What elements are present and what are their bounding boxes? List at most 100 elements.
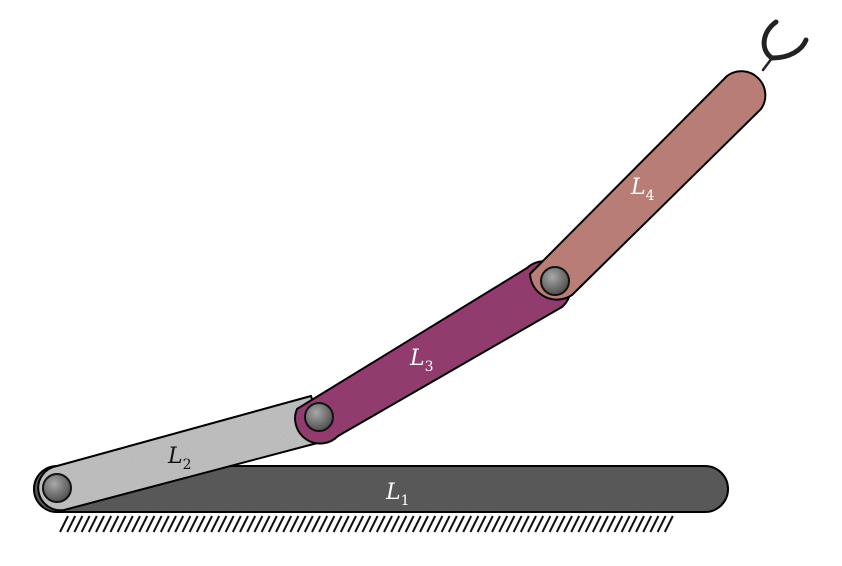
- hatch-line: [512, 515, 523, 533]
- hatch-line: [577, 515, 588, 533]
- hatch-line: [368, 515, 379, 533]
- joint-l1-l2: [42, 473, 72, 503]
- hatch-line: [440, 515, 451, 533]
- label-l3: L3: [409, 346, 434, 375]
- hatch-line: [339, 515, 350, 533]
- hatch-line: [145, 515, 156, 533]
- hatch-line: [188, 515, 199, 533]
- hatch-line: [311, 515, 321, 533]
- hatch-line: [419, 515, 429, 533]
- hatch-line: [642, 515, 653, 533]
- hatch-line: [483, 515, 494, 533]
- gripper-icon: [761, 19, 809, 72]
- hatch-line: [627, 515, 638, 533]
- hatch-line: [455, 515, 465, 533]
- hatch-line: [476, 515, 487, 533]
- hatch-line: [260, 515, 271, 533]
- hatch-line: [167, 515, 177, 533]
- hatch-line: [447, 515, 458, 533]
- hatch-line: [347, 515, 357, 533]
- hatch-line: [606, 515, 617, 533]
- joint-l3-l4: [540, 266, 570, 296]
- hatch-line: [541, 515, 552, 533]
- hatch-line: [253, 515, 264, 533]
- hatch-line: [404, 515, 415, 533]
- hatch-line: [548, 515, 559, 533]
- hatch-line: [563, 515, 573, 533]
- ground-hatching: [59, 515, 674, 533]
- hatch-line: [498, 515, 509, 533]
- hatch-line: [296, 515, 307, 533]
- hatch-line: [138, 515, 149, 533]
- link-l1: [33, 465, 729, 513]
- hatch-line: [591, 515, 602, 533]
- hatch-line: [491, 515, 501, 533]
- hatch-line: [59, 515, 69, 533]
- hatch-line: [203, 515, 213, 533]
- hatch-line: [635, 515, 645, 533]
- hatch-line: [267, 515, 278, 533]
- hatch-line: [599, 515, 609, 533]
- hatch-line: [275, 515, 285, 533]
- hatch-line: [426, 515, 437, 533]
- hatch-line: [584, 515, 595, 533]
- hatch-line: [527, 515, 537, 533]
- hatch-line: [411, 515, 422, 533]
- hatch-line: [80, 515, 91, 533]
- hatch-line: [534, 515, 545, 533]
- hatch-line: [390, 515, 401, 533]
- hatch-line: [195, 515, 206, 533]
- hatch-line: [433, 515, 444, 533]
- link-l4: [529, 70, 767, 301]
- hatch-line: [469, 515, 480, 533]
- hatch-line: [656, 515, 667, 533]
- hatch-line: [123, 515, 134, 533]
- hatch-line: [217, 515, 228, 533]
- hatch-line: [152, 515, 163, 533]
- hatch-line: [375, 515, 386, 533]
- hatch-line: [210, 515, 221, 533]
- hatch-line: [555, 515, 566, 533]
- hatch-line: [570, 515, 581, 533]
- label-l4: L4: [630, 175, 655, 204]
- hatch-line: [174, 515, 185, 533]
- joint-l2-l3: [304, 402, 334, 432]
- hatch-line: [462, 515, 473, 533]
- link-l2: [37, 395, 326, 512]
- hatch-line: [289, 515, 300, 533]
- label-l2: L2: [167, 444, 192, 473]
- link-l3: [294, 260, 572, 445]
- hatch-line: [397, 515, 408, 533]
- label-l1: L1: [385, 480, 410, 509]
- hatch-line: [354, 515, 365, 533]
- hatch-line: [224, 515, 235, 533]
- hatch-line: [383, 515, 393, 533]
- hatch-line: [66, 515, 77, 533]
- hatch-line: [87, 515, 98, 533]
- hatch-line: [109, 515, 120, 533]
- hatch-line: [73, 515, 84, 533]
- hatch-line: [303, 515, 314, 533]
- hatch-line: [159, 515, 170, 533]
- hatch-line: [246, 515, 257, 533]
- hatch-line: [282, 515, 293, 533]
- hatch-line: [102, 515, 113, 533]
- hatch-line: [649, 515, 660, 533]
- hatch-line: [620, 515, 631, 533]
- hatch-line: [231, 515, 242, 533]
- hatch-line: [239, 515, 249, 533]
- hatch-line: [116, 515, 127, 533]
- hatch-line: [613, 515, 624, 533]
- hatch-line: [332, 515, 343, 533]
- hatch-line: [181, 515, 192, 533]
- hatch-line: [663, 515, 674, 533]
- hatch-line: [519, 515, 530, 533]
- hatch-line: [318, 515, 329, 533]
- hatch-line: [325, 515, 336, 533]
- hatch-line: [95, 515, 105, 533]
- hatch-line: [505, 515, 516, 533]
- hatch-line: [361, 515, 372, 533]
- hatch-line: [131, 515, 141, 533]
